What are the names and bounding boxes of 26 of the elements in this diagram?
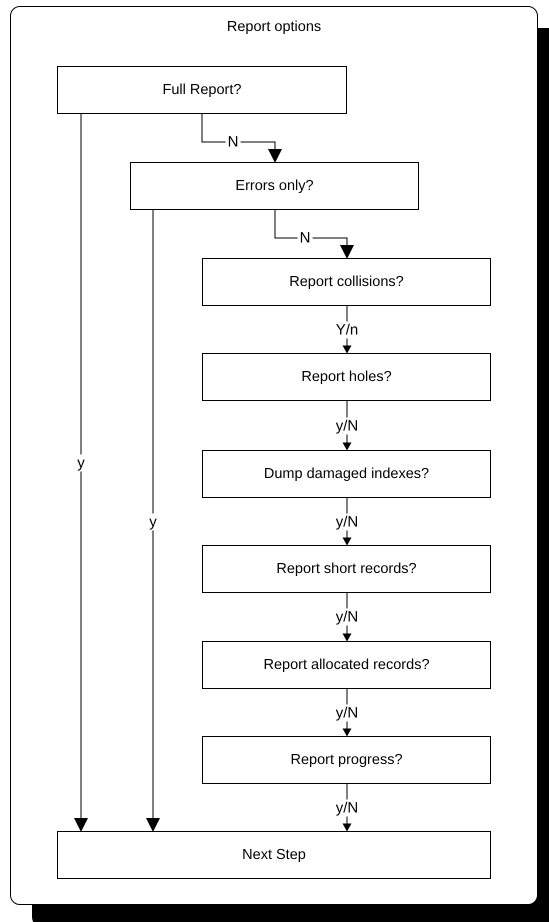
box-label: Errors only? <box>235 178 314 194</box>
box-label: Dump damaged indexes? <box>264 466 430 482</box>
arrow <box>74 114 88 832</box>
decision-box <box>202 641 491 689</box>
decision-box <box>202 736 491 784</box>
decision-box <box>202 258 491 306</box>
edge-label: y <box>147 514 159 530</box>
arrow <box>202 114 282 163</box>
box-label: Next Step <box>242 847 306 863</box>
arrow <box>146 210 160 832</box>
decision-box <box>57 66 347 114</box>
edge-label: y <box>75 454 87 472</box>
decision-box <box>57 831 491 879</box>
panel-title: Report options <box>226 19 322 35</box>
edge-label: Y/n <box>334 321 360 338</box>
decision-box <box>202 353 491 401</box>
decision-box <box>202 545 491 593</box>
box-label: Report collisions? <box>289 274 404 290</box>
box-label: Report allocated records? <box>263 657 430 673</box>
decision-box <box>202 450 491 498</box>
decision-box <box>130 162 419 210</box>
box-label: Report progress? <box>290 752 403 768</box>
box-label: Report short records? <box>276 561 417 577</box>
arrow <box>274 210 354 259</box>
box-label: Report holes? <box>301 369 392 385</box>
box-label: Full Report? <box>162 82 242 98</box>
